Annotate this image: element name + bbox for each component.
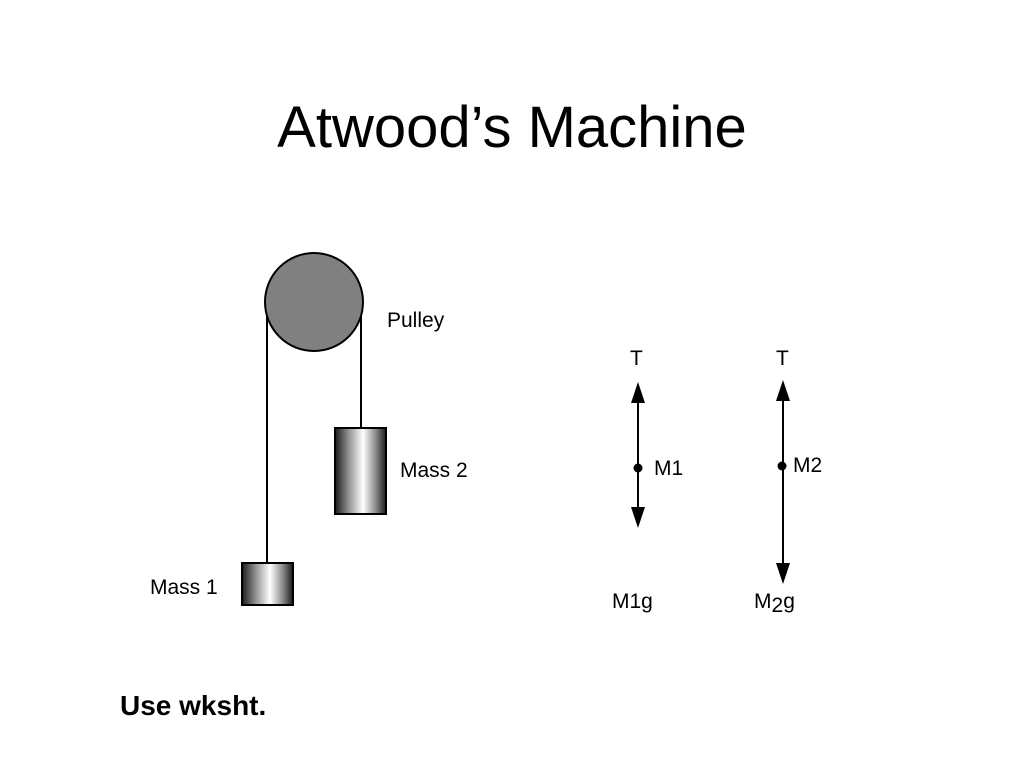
free-body-diagram-2: T M2 M2g — [754, 347, 822, 617]
mass-2-block — [334, 427, 387, 515]
fbd2-tension-label: T — [776, 347, 789, 370]
mass-2-label: Mass 2 — [400, 459, 468, 482]
fbd2-weight-prefix: M — [754, 590, 772, 613]
fbd2-tension-arrow — [776, 380, 790, 401]
fbd1-mass-label: M1 — [654, 457, 683, 480]
fbd2-mass-point — [777, 461, 787, 471]
mass-1-block — [241, 562, 294, 606]
fbd2-mass-label: M2 — [793, 454, 822, 477]
pulley-label: Pulley — [387, 309, 445, 332]
fbd1-tension-label: T — [630, 347, 643, 370]
fbd1-weight-arrow — [631, 507, 645, 528]
free-body-diagram-1: T M1 M1g — [612, 347, 683, 613]
fbd1-weight-label: M1g — [612, 590, 653, 613]
fbd1-mass-point — [633, 463, 643, 473]
pulley-wheel — [264, 252, 364, 352]
fbd2-weight-suffix: g — [783, 590, 795, 613]
worksheet-note: Use wksht. — [120, 690, 267, 721]
fbd1-tension-arrow — [631, 382, 645, 403]
fbd2-weight-arrow — [776, 563, 790, 584]
fbd2-weight-label: M2g — [754, 590, 795, 617]
mass-1-label: Mass 1 — [150, 576, 218, 599]
slide-title: Atwood’s Machine — [277, 95, 747, 160]
fbd2-weight-subscript: 2 — [772, 594, 784, 617]
